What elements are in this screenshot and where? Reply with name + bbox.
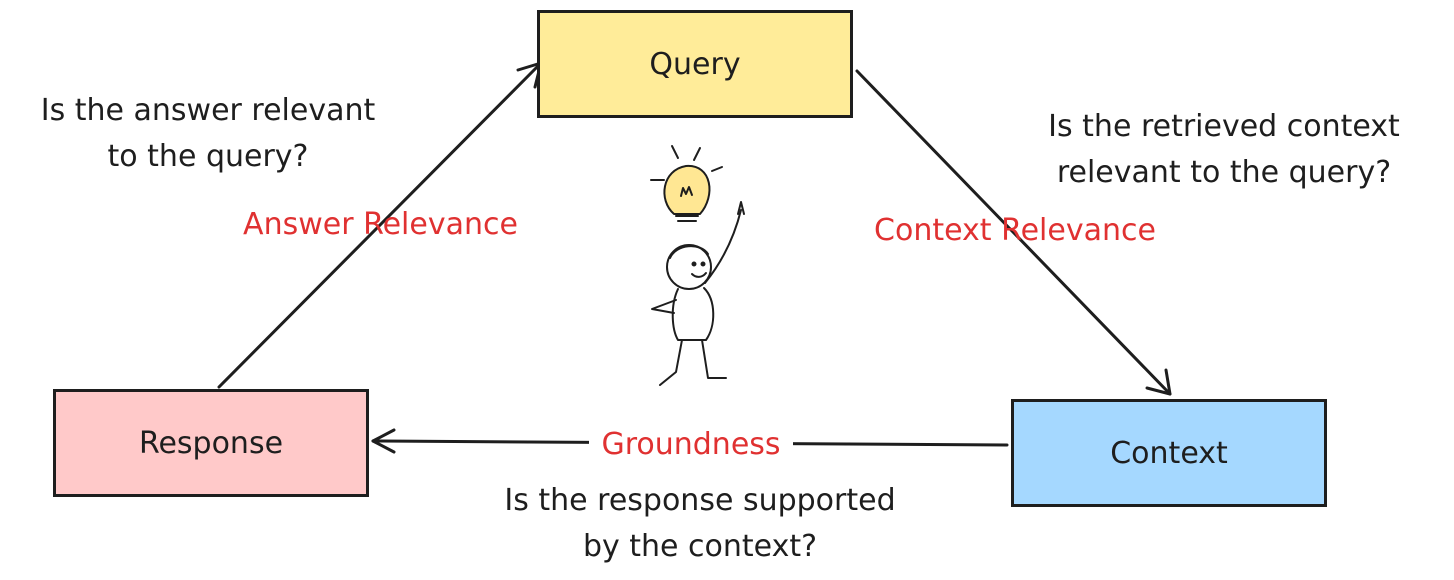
response-node-label: Response xyxy=(138,425,284,461)
context-node: Context xyxy=(1011,399,1327,507)
context-relevance-question-line: Is the retrieved context xyxy=(1048,109,1400,144)
context-relevance-question-line: relevant to the query? xyxy=(1056,155,1392,190)
context-relevance-question: Is the retrieved context relevant to the… xyxy=(1004,104,1444,196)
thinking-person-with-lightbulb-icon xyxy=(650,145,745,386)
groundness-question-line: Is the response supported xyxy=(504,483,896,518)
query-node-label: Query xyxy=(649,46,741,82)
groundness-label: Groundness xyxy=(589,422,793,468)
context-node-label: Context xyxy=(1110,435,1228,471)
query-node: Query xyxy=(537,10,853,118)
groundness-question-line: by the context? xyxy=(582,529,818,564)
context-relevance-label: Context Relevance xyxy=(874,213,1156,248)
answer-relevance-question-line: Is the answer relevant xyxy=(40,93,376,128)
answer-relevance-question-line: to the query? xyxy=(107,139,309,174)
response-node: Response xyxy=(53,389,369,497)
answer-relevance-label: Answer Relevance xyxy=(243,207,518,242)
edge-context-relevance xyxy=(855,69,1172,396)
groundness-question: Is the response supported by the context… xyxy=(445,478,955,570)
answer-relevance-question: Is the answer relevant to the query? xyxy=(8,88,408,180)
